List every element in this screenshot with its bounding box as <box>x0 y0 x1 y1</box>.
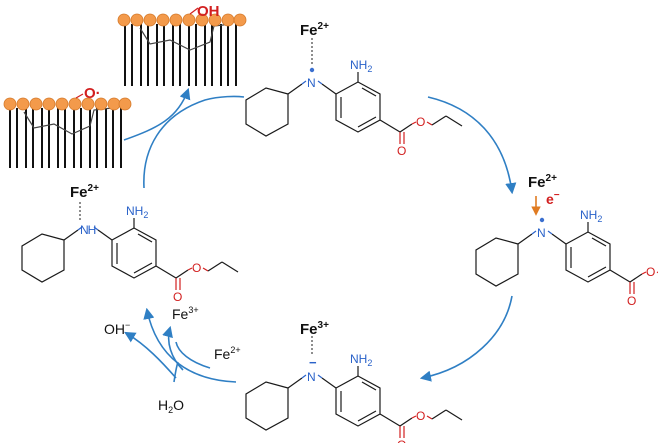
cycle-arrow-to-lipid-hydroperoxide <box>123 87 191 141</box>
molecule-left-amine-fe2: NH Fe2+ NH2 O O <box>21 183 239 304</box>
carbonyl-o-label: O <box>397 438 406 443</box>
carbonyl-o-label: O <box>627 294 636 308</box>
iron-label: Fe2+ <box>70 183 99 201</box>
negative-charge: − <box>309 355 317 370</box>
amino-label: NH2 <box>580 208 602 224</box>
iron-label: Fe2+ <box>528 173 557 191</box>
amino-label: NH2 <box>350 58 372 74</box>
carbonyl-o-label: O <box>173 290 182 304</box>
lipid-bilayer-radical: O· <box>3 85 132 168</box>
molecule-bottom-amide-anion-fe3: N − Fe3+ NH2 O O <box>245 320 463 443</box>
electron-label: e− <box>546 190 560 207</box>
radical-dot <box>539 217 545 223</box>
alkoxyl-radical-label: O· <box>84 85 101 102</box>
n-label: N <box>537 226 546 240</box>
water-label: H2O <box>158 397 184 415</box>
cycle-arrow-right-to-bottom <box>419 295 513 382</box>
n-label: N <box>307 370 316 384</box>
hydroxide-label: OH− <box>104 320 130 337</box>
fenton-arrow-water-in <box>173 361 179 383</box>
lipid-bilayer-oh: OH <box>117 3 247 86</box>
carbonyl-o-label: O <box>397 144 406 158</box>
molecule-right-aminyl-radical-reduced: N Fe2+ e− NH2 O O <box>475 173 658 308</box>
amino-label: NH2 <box>126 204 148 220</box>
fenton-fe3-label: Fe3+ <box>172 305 199 322</box>
fenton-fe2-label: Fe2+ <box>214 345 241 362</box>
radical-dot <box>309 67 315 73</box>
ester-o-label: O <box>416 115 425 129</box>
iron-label: Fe3+ <box>300 320 329 338</box>
hydroxyl-label: OH <box>197 3 220 20</box>
cycle-arrow-top-to-right <box>427 96 517 195</box>
fenton-arrow-fe2-in <box>175 341 211 369</box>
n-label: N <box>307 76 316 90</box>
cycle-arrow-left-up <box>143 95 245 189</box>
molecule-top-aminyl-radical-fe2: N Fe2+ NH2 O O <box>245 21 463 158</box>
fenton-arrow-oh-out <box>124 331 177 379</box>
ester-o-label: O <box>192 261 201 275</box>
ester-o-label: O <box>416 409 425 423</box>
fenton-arrow-fe3-out <box>162 325 184 371</box>
iron-label: Fe2+ <box>300 21 329 39</box>
nh-label: NH <box>80 223 96 237</box>
amino-label: NH2 <box>350 352 372 368</box>
ester-o-label: O <box>646 265 655 279</box>
